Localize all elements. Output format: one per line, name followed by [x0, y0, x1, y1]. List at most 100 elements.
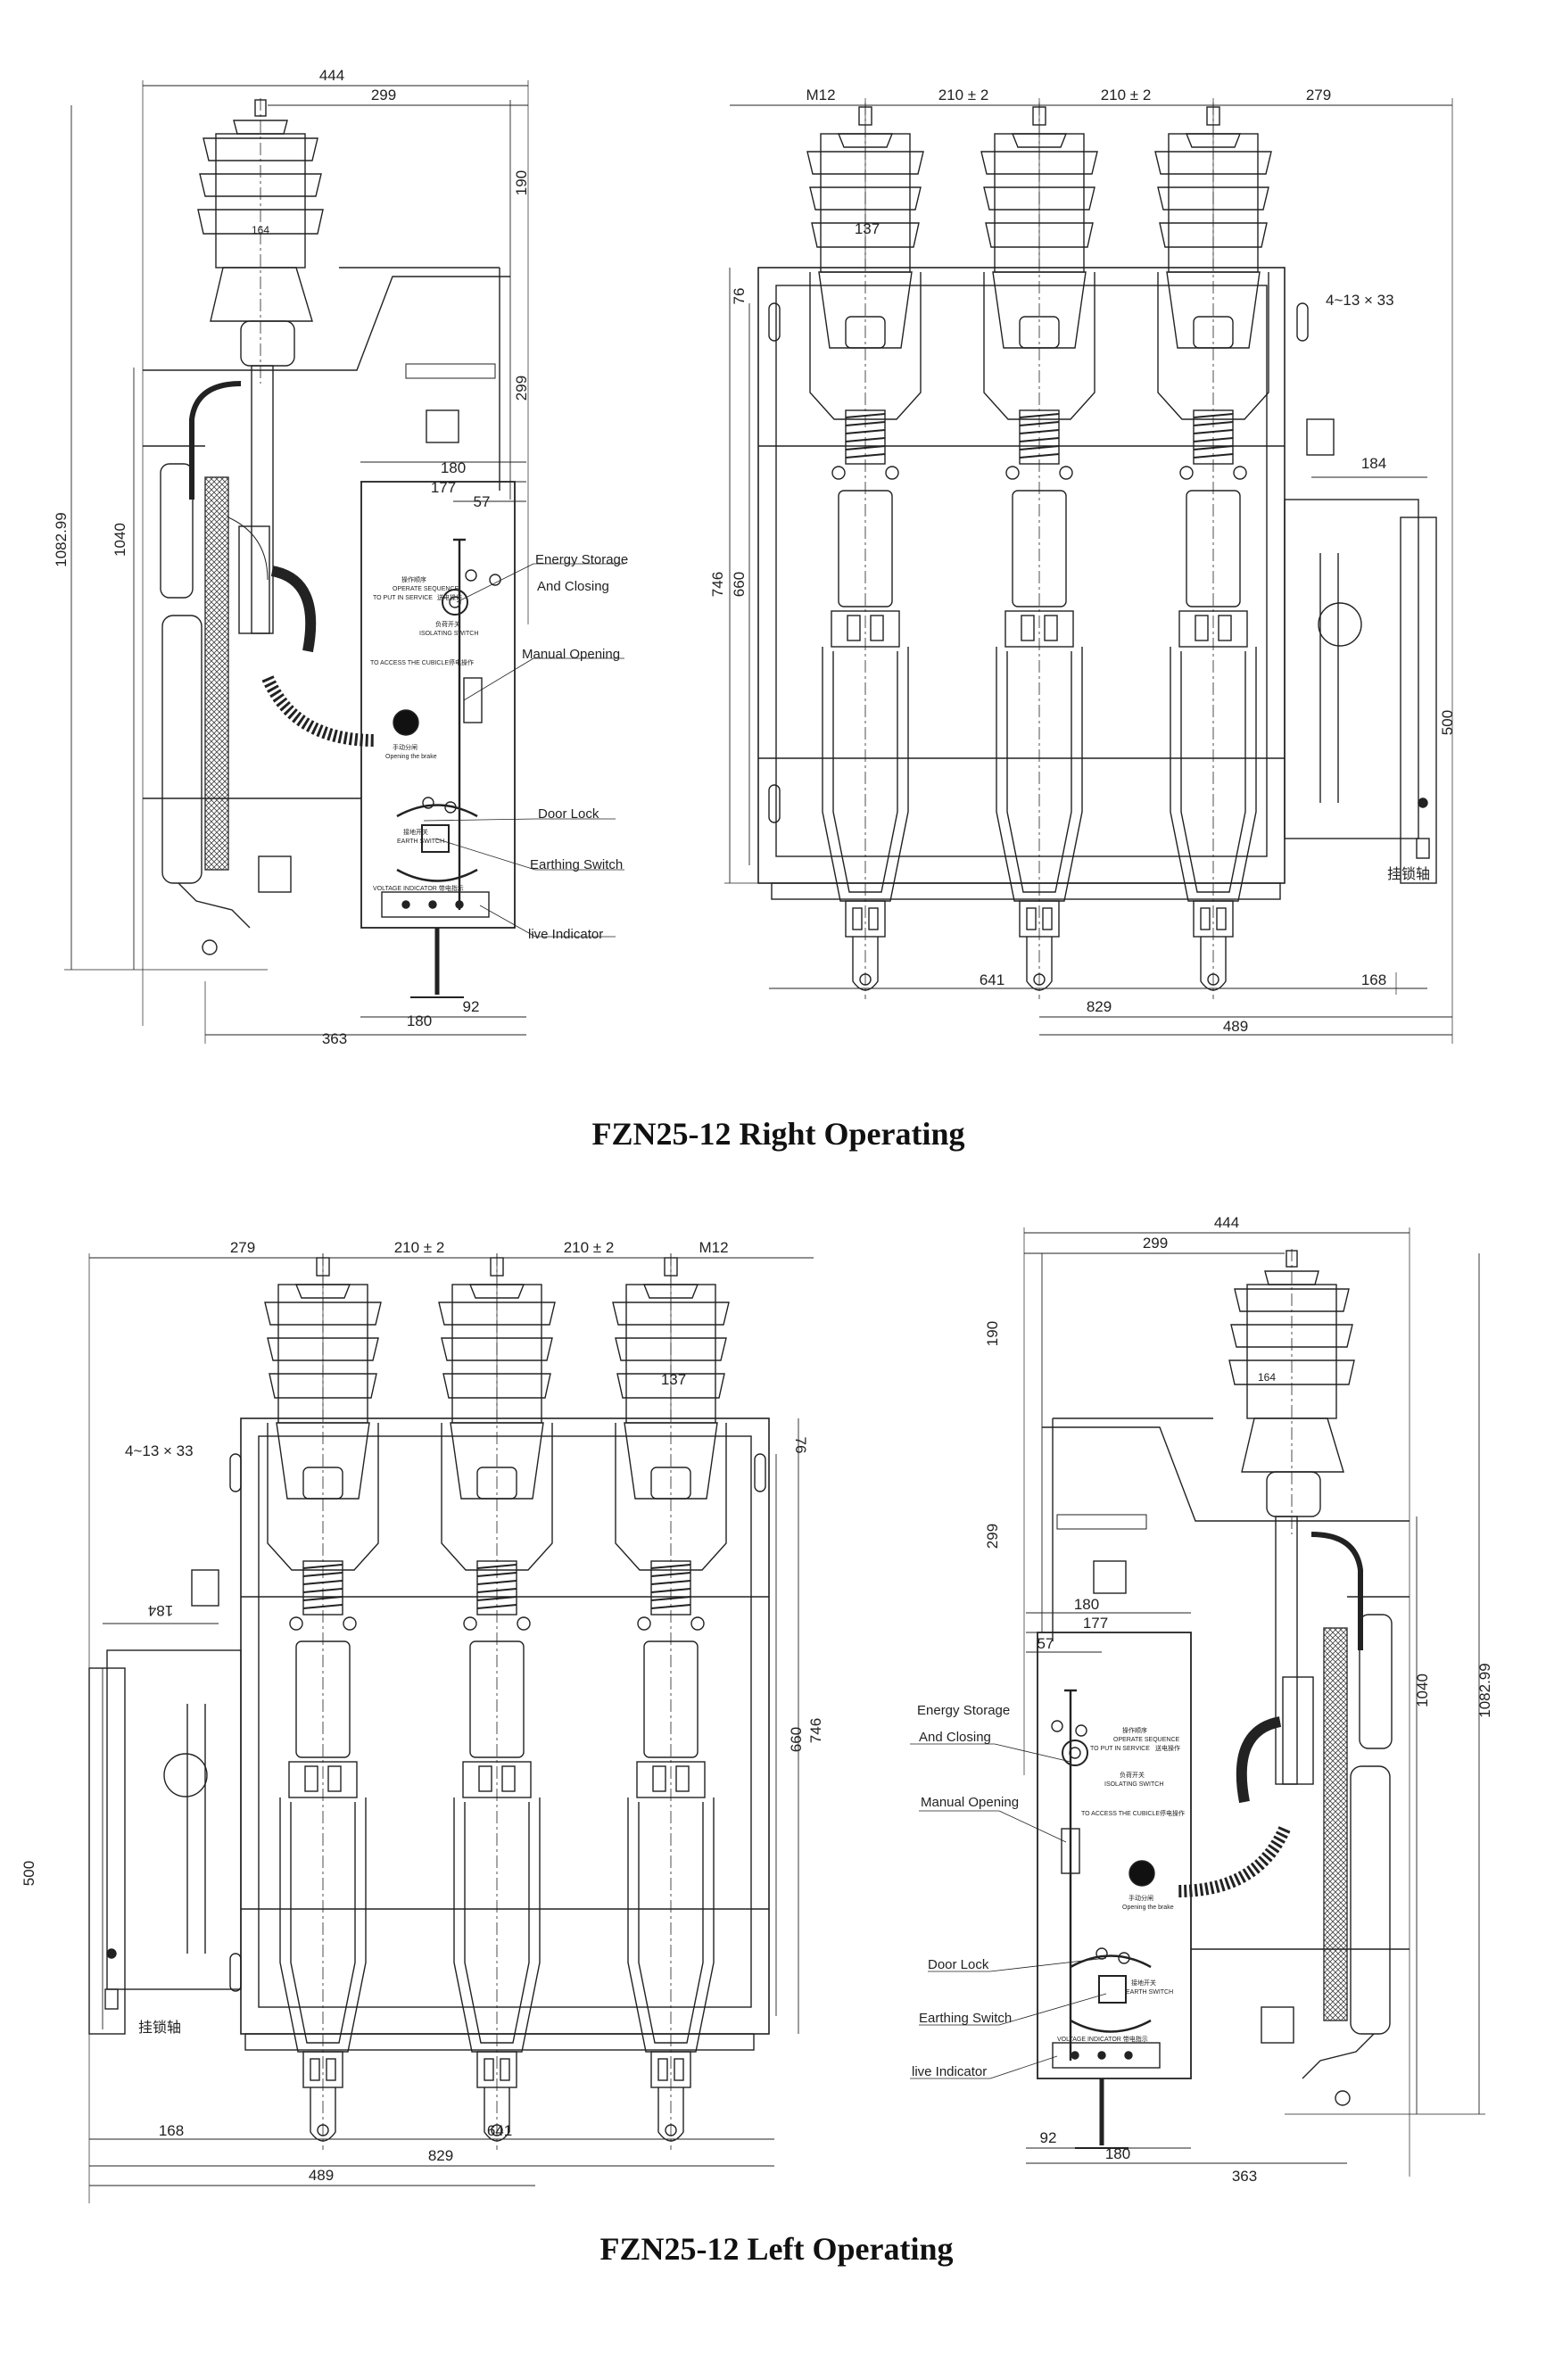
svg-text:手动分闸: 手动分闸 [393, 743, 418, 751]
dim-190: 190 [984, 1321, 1001, 1346]
right-front-phase-b [980, 103, 1098, 999]
left-side-view [910, 1227, 1485, 2177]
right-front-view [724, 98, 1453, 1044]
dim-hole: 4~13 × 33 [1326, 292, 1394, 309]
svg-text:EARTH SWITCH: EARTH SWITCH [1126, 1989, 1173, 1996]
dim-57: 57 [474, 493, 491, 510]
svg-text:TO PUT IN SERVICE: TO PUT IN SERVICE [373, 595, 433, 601]
dim-829: 829 [1087, 998, 1112, 1015]
lock-shaft-label: 挂锁轴 [138, 2020, 181, 2036]
right-side-dimensions: 444 299 190 164 299 180 177 57 1040 1082… [53, 67, 530, 1047]
dim-1082-99: 1082.99 [1476, 1663, 1493, 1717]
svg-text:Opening the brake: Opening the brake [385, 754, 437, 760]
label-energy-storage: Energy Storage [917, 1703, 1010, 1718]
dim-168: 168 [159, 2122, 184, 2139]
dim-641: 641 [487, 2122, 512, 2139]
dim-299b: 299 [513, 376, 530, 401]
dim-180: 180 [1074, 1596, 1099, 1613]
dim-184: 184 [1361, 455, 1386, 472]
dim-444: 444 [1214, 1214, 1239, 1231]
svg-text:接地开关: 接地开关 [403, 828, 428, 836]
dim-489: 489 [1223, 1018, 1248, 1035]
dim-641: 641 [980, 971, 1004, 988]
label-and-closing: And Closing [537, 579, 609, 594]
svg-text:OPERATE SEQUENCE: OPERATE SEQUENCE [1113, 1737, 1179, 1743]
svg-text:ISOLATING SWITCH: ISOLATING SWITCH [419, 631, 478, 637]
dim-137: 137 [661, 1371, 686, 1388]
svg-text:TO PUT IN SERVICE: TO PUT IN SERVICE [1090, 1746, 1150, 1752]
dim-299: 299 [1143, 1235, 1168, 1252]
dim-92: 92 [463, 998, 480, 1015]
dim-279: 279 [1306, 87, 1331, 103]
dim-1082-99: 1082.99 [53, 512, 70, 566]
right-front-dimensions: M12 210 ± 2 210 ± 2 279 137 76 4~13 × 33… [709, 87, 1456, 1035]
dim-180b: 180 [1105, 2145, 1130, 2162]
dim-m12: M12 [699, 1239, 728, 1256]
svg-text:VOLTAGE INDICATOR 带电指示: VOLTAGE INDICATOR 带电指示 [1057, 2035, 1148, 2043]
right-operating-title: FZN25-12 Right Operating [591, 1116, 965, 1152]
left-front-phase-c [612, 1253, 730, 2150]
svg-text:操作顺序: 操作顺序 [1122, 1726, 1147, 1734]
left-front-phase-a [264, 1253, 382, 2150]
dim-210-right: 210 ± 2 [564, 1239, 615, 1256]
dim-489: 489 [309, 2167, 334, 2184]
dim-177: 177 [431, 479, 456, 496]
right-side-view [64, 80, 624, 1044]
right-panel-plate-text: 操作顺序 OPERATE SEQUENCE TO PUT IN SERVICE … [370, 575, 478, 892]
dim-660: 660 [788, 1727, 805, 1752]
svg-text:操作顺序: 操作顺序 [401, 575, 426, 583]
svg-text:接地开关: 接地开关 [1131, 1979, 1156, 1987]
svg-text:OPERATE SEQUENCE: OPERATE SEQUENCE [393, 586, 459, 592]
dim-180b: 180 [407, 1012, 432, 1029]
svg-text:TO ACCESS THE CUBICLE停电操作: TO ACCESS THE CUBICLE停电操作 [370, 658, 474, 666]
right-side-labels: Energy Storage And Closing Manual Openin… [522, 552, 628, 942]
phase-assemblies [264, 103, 1272, 2150]
label-manual-opening: Manual Opening [522, 647, 620, 662]
dim-184: 184 [148, 1602, 173, 1619]
label-live-indicator: live Indicator [912, 2064, 987, 2079]
left-side-labels: Energy Storage And Closing Manual Openin… [912, 1703, 1019, 2079]
right-front-phase-c [1154, 103, 1272, 999]
label-and-closing: And Closing [919, 1730, 991, 1745]
dim-210-left: 210 ± 2 [938, 87, 989, 103]
svg-text:送电操作: 送电操作 [1155, 1744, 1180, 1752]
dim-177: 177 [1083, 1615, 1108, 1632]
label-energy-storage: Energy Storage [535, 552, 628, 567]
label-earthing-switch: Earthing Switch [919, 2011, 1012, 2026]
svg-text:TO ACCESS THE CUBICLE停电操作: TO ACCESS THE CUBICLE停电操作 [1081, 1809, 1185, 1817]
left-front-view [88, 1253, 814, 2203]
label-live-indicator: live Indicator [528, 927, 603, 942]
dim-180: 180 [441, 459, 466, 476]
dim-164: 164 [1258, 1371, 1276, 1384]
dim-829: 829 [428, 2147, 453, 2164]
dim-76: 76 [792, 1437, 809, 1454]
left-side-dimensions: 444 299 190 164 299 180 177 57 1040 1082… [984, 1214, 1493, 2185]
left-front-dimensions: 279 210 ± 2 210 ± 2 M12 137 76 4~13 × 33… [21, 1239, 824, 2184]
dim-210-right: 210 ± 2 [1101, 87, 1152, 103]
dim-1040: 1040 [1414, 1673, 1431, 1707]
dim-363: 363 [322, 1030, 347, 1047]
dim-500: 500 [1439, 710, 1456, 735]
dim-363: 363 [1232, 2168, 1257, 2185]
right-front-phase-a [806, 103, 924, 999]
svg-text:手动分闸: 手动分闸 [1128, 1894, 1153, 1902]
dim-92: 92 [1040, 2129, 1057, 2146]
left-front-phase-b [438, 1253, 556, 2150]
dim-190: 190 [513, 170, 530, 195]
lock-shaft-label: 挂锁轴 [1387, 866, 1430, 882]
dim-76: 76 [731, 288, 748, 305]
dim-168: 168 [1361, 971, 1386, 988]
dim-137: 137 [855, 220, 880, 237]
svg-text:EARTH SWITCH: EARTH SWITCH [397, 839, 444, 845]
svg-text:负荷开关: 负荷开关 [435, 620, 460, 628]
dim-299: 299 [371, 87, 396, 103]
dim-500: 500 [21, 1861, 37, 1886]
label-manual-opening: Manual Opening [921, 1795, 1019, 1810]
label-door-lock: Door Lock [928, 1957, 989, 1972]
dim-57: 57 [1038, 1635, 1054, 1652]
dim-164: 164 [252, 224, 269, 236]
left-panel-plate-text: 操作顺序 OPERATE SEQUENCE TO PUT IN SERVICE … [1057, 1726, 1185, 2043]
dim-660: 660 [731, 572, 748, 597]
left-operating-title: FZN25-12 Left Operating [599, 2231, 954, 2267]
dim-1040: 1040 [112, 523, 128, 557]
